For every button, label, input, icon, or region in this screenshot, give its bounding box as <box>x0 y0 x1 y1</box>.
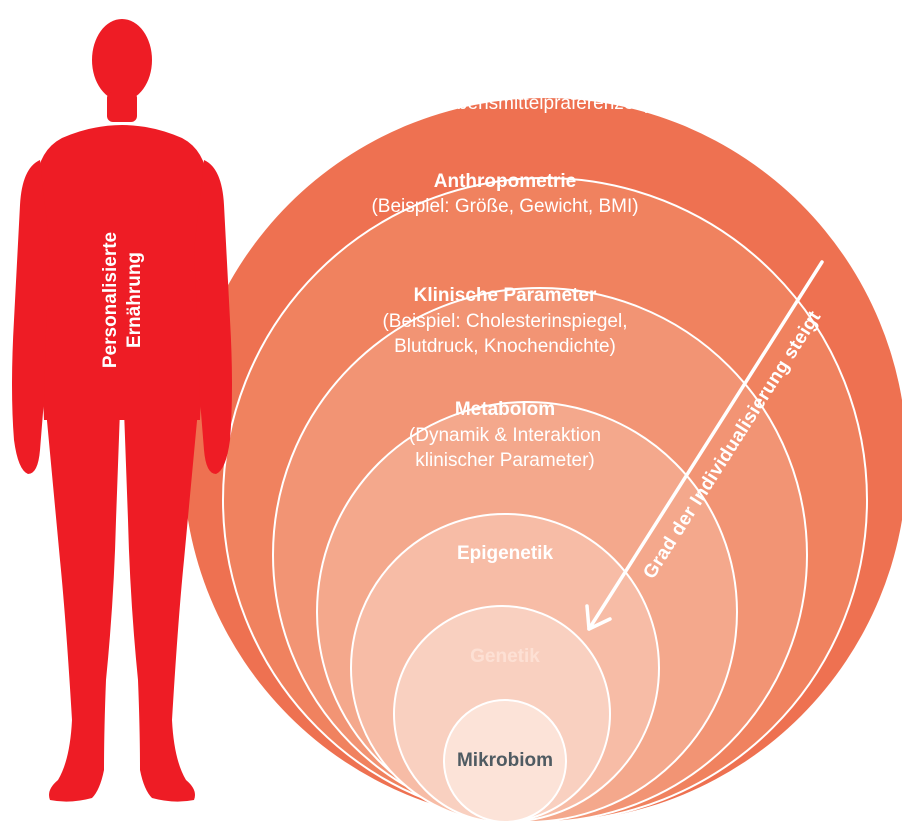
ring-sub1-anthropometrie: (Beispiel: Größe, Gewicht, BMI) <box>371 196 638 217</box>
ring-title-klinische-parameter: Klinische Parameter <box>414 285 597 306</box>
ring-title-metabolom: Metabolom <box>455 399 555 420</box>
person-label-line2: Ernährung <box>124 252 145 348</box>
ring-sub1-metabolom: (Dynamik & Interaktion <box>409 425 601 446</box>
ring-title-anthropometrie: Anthropometrie <box>434 171 577 192</box>
ring-title-persoenliche-daten: Persönliche Daten <box>422 44 588 65</box>
ring-sub2-metabolom: klinischer Parameter) <box>415 450 595 471</box>
ring-sub1-klinische-parameter: (Beispiel: Cholesterinspiegel, <box>382 311 627 332</box>
ring-title-mikrobiom: Mikrobiom <box>457 750 553 771</box>
ring-sub2-klinische-parameter: Blutdruck, Knochendichte) <box>394 336 616 357</box>
person-label-line1: Personalisierte <box>100 232 121 368</box>
ring-sub2-persoenliche-daten: Aktivität, Lebensmittelpräferenzen) <box>359 93 652 114</box>
ring-title-epigenetik: Epigenetik <box>457 543 554 564</box>
ring-title-genetik: Genetik <box>470 646 540 667</box>
human-figure-icon <box>12 19 232 802</box>
ring-sub1-persoenliche-daten: (Beispiel: Berufstätigkeit, körperliche <box>351 69 658 90</box>
